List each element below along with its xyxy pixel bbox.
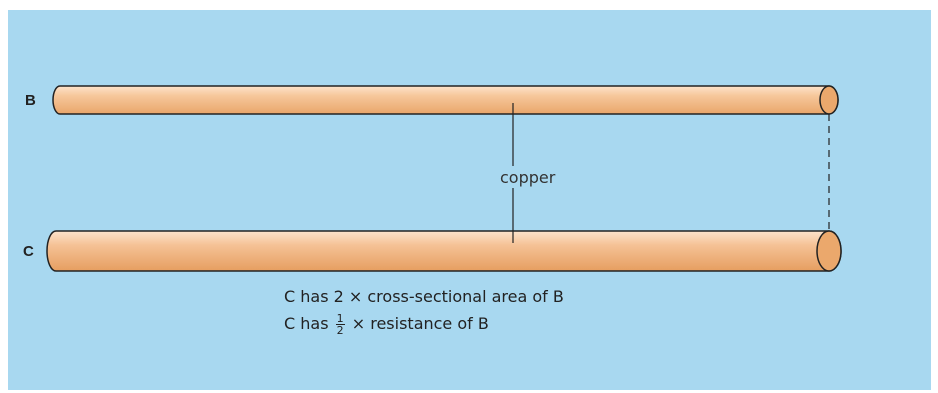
caption-resistance: C has 1 2 × resistance of B [284, 313, 489, 336]
rod-c [46, 230, 842, 272]
copper-label: copper [500, 168, 556, 187]
rod-c-label: C [23, 243, 34, 260]
rod-c-body [46, 230, 842, 272]
rod-b-label: B [25, 92, 36, 109]
caption-resistance-suffix: × resistance of B [351, 314, 489, 333]
rod-c-end [816, 230, 842, 272]
rod-b-end [819, 85, 839, 115]
copper-label-mask [496, 166, 568, 188]
diagram-panel [8, 10, 931, 390]
caption-resistance-prefix: C has [284, 314, 329, 333]
fraction-denominator: 2 [336, 324, 344, 337]
fraction-numerator: 1 [335, 312, 345, 325]
caption-area: C has 2 × cross-sectional area of B [284, 287, 564, 306]
rod-b [52, 85, 839, 115]
one-half-fraction: 1 2 [335, 312, 345, 337]
rod-b-body [52, 85, 839, 115]
